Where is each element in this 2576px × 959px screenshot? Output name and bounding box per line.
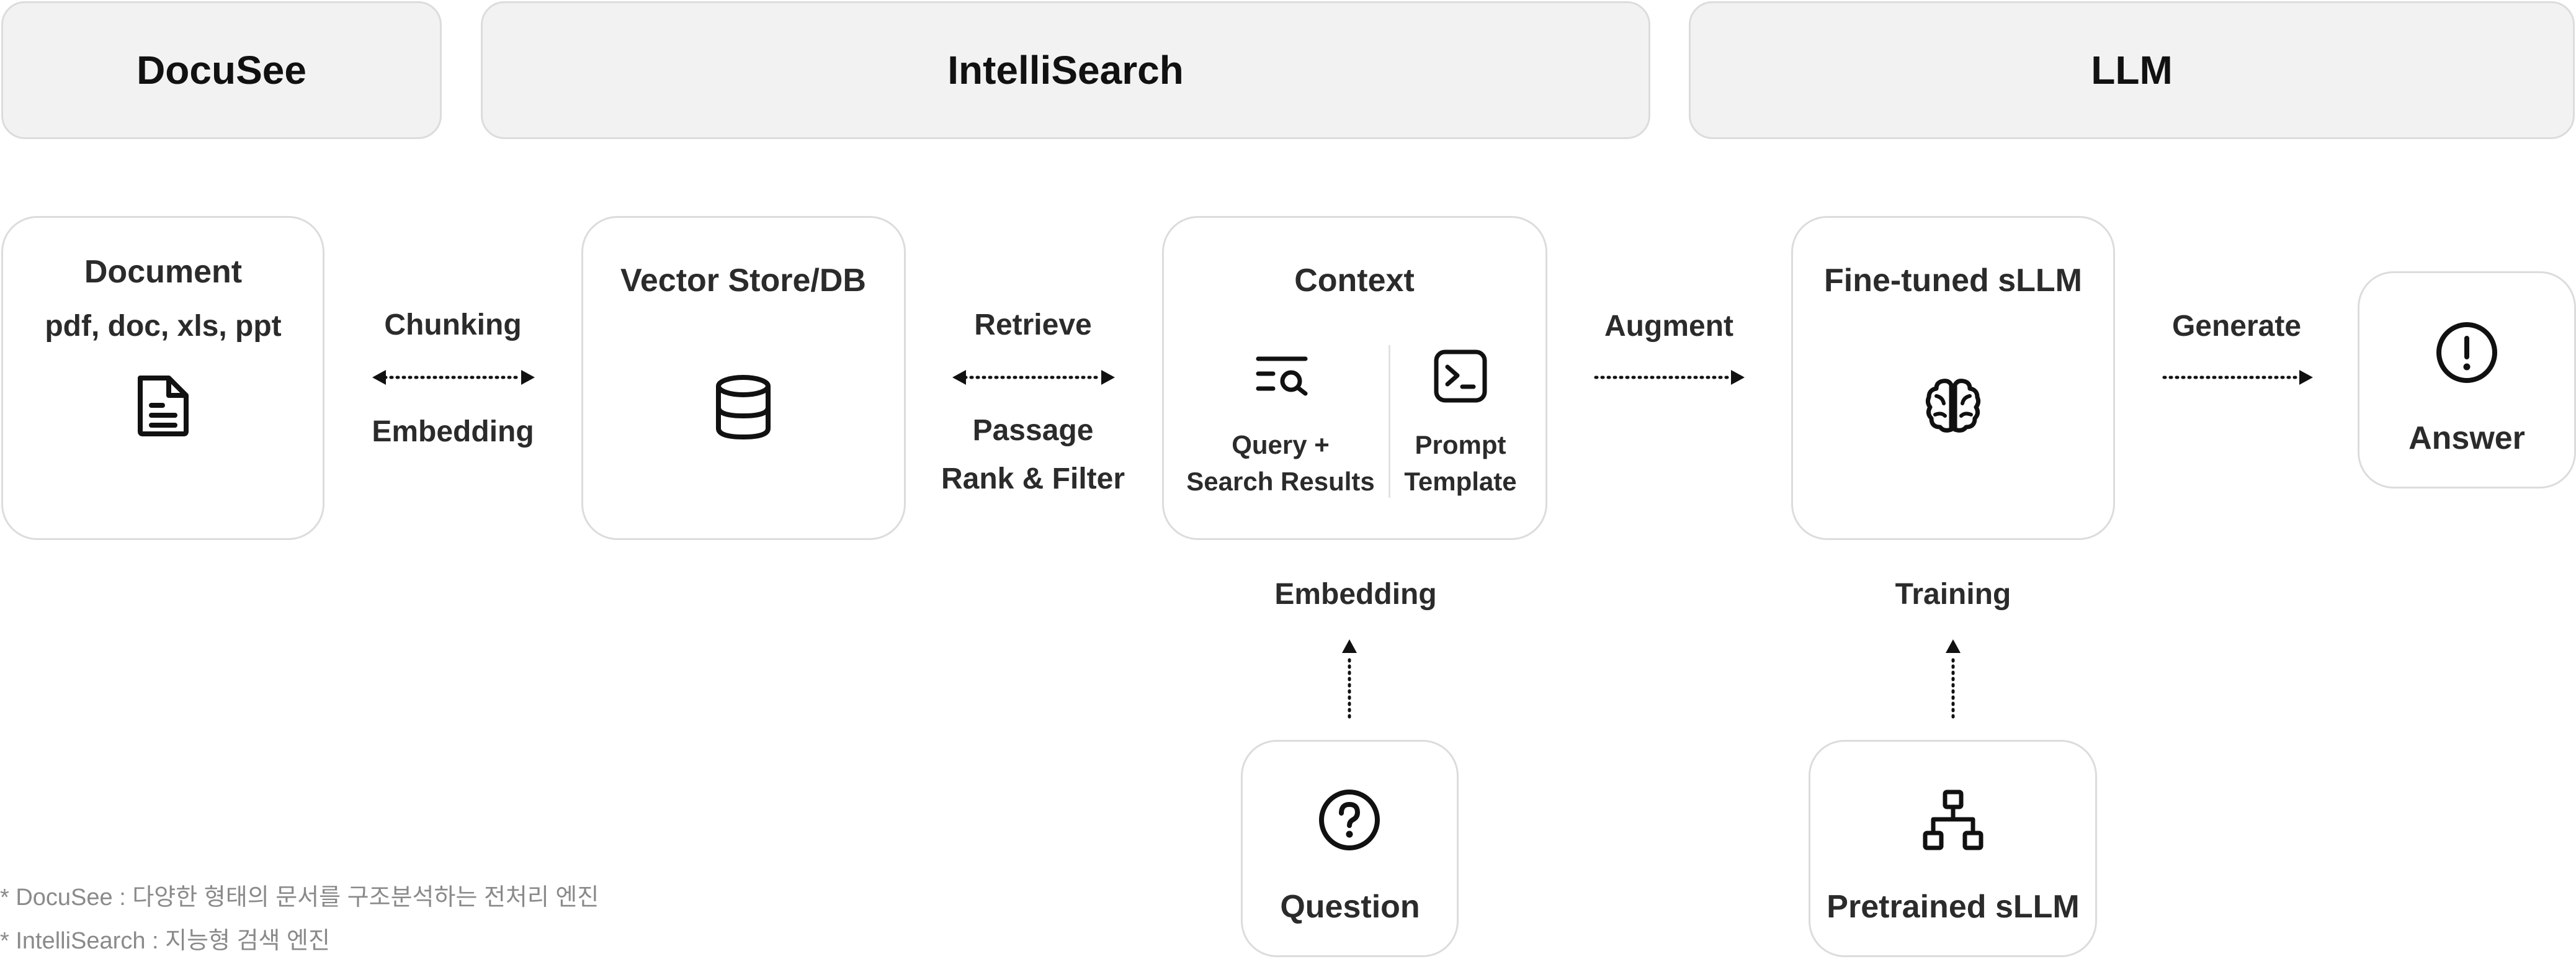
hierarchy-icon — [1923, 790, 1983, 850]
pretrained-title: Pretrained sLLM — [1827, 889, 2080, 925]
header-llm-label: LLM — [2091, 48, 2173, 92]
edge-generate-label: Generate — [2171, 310, 2302, 343]
answer-title: Answer — [2408, 420, 2525, 456]
exclamation-circle-icon — [2436, 322, 2497, 383]
note-docusee: * DocuSee : 다양한 형태의 문서를 구조분석하는 전처리 엔진 — [0, 885, 599, 911]
arrowhead-retrieve-left — [952, 370, 966, 385]
terminal-icon — [1434, 349, 1487, 403]
edge-embedding-doc-label: Embedding — [372, 415, 534, 448]
arrowhead-training — [1946, 639, 1961, 653]
node-vector-store — [581, 216, 906, 540]
edge-chunking-label: Chunking — [384, 308, 522, 341]
arrowhead-chunking-left — [372, 370, 386, 385]
context-prompt-line1: Prompt — [1415, 430, 1506, 459]
edge-augment-label: Augment — [1604, 310, 1733, 343]
edge-retrieve-label: Retrieve — [974, 308, 1092, 341]
context-query-line1: Query + — [1232, 430, 1330, 459]
document-title: Document — [84, 254, 243, 290]
arrowhead-retrieve-right — [1101, 370, 1115, 385]
node-pretrained — [1809, 740, 2097, 957]
document-subtitle: pdf, doc, xls, ppt — [45, 310, 282, 343]
arrowhead-augment — [1731, 370, 1745, 385]
search-list-icon — [1256, 356, 1308, 396]
header-docusee: DocuSee — [1, 1, 442, 139]
document-icon — [138, 376, 189, 436]
context-title: Context — [1294, 263, 1415, 299]
header-intellisearch-label: IntelliSearch — [947, 48, 1184, 92]
arrowhead-generate — [2299, 370, 2313, 385]
edge-embedding-question-label: Embedding — [1274, 578, 1437, 611]
fine-tuned-title: Fine-tuned sLLM — [1824, 263, 2082, 299]
arrowhead-question — [1342, 639, 1357, 653]
database-icon — [716, 375, 771, 439]
context-prompt-line2: Template — [1404, 467, 1517, 496]
header-docusee-label: DocuSee — [136, 48, 306, 92]
brain-icon — [1925, 379, 1981, 433]
header-llm: LLM — [1689, 1, 2575, 139]
context-divider — [1389, 345, 1390, 498]
edge-rank-filter-label: Rank & Filter — [941, 462, 1125, 495]
edge-passage-label: Passage — [972, 414, 1094, 447]
vector-store-title: Vector Store/DB — [620, 263, 866, 299]
question-title: Question — [1280, 889, 1420, 925]
note-intellisearch: * IntelliSearch : 지능형 검색 엔진 — [0, 928, 330, 954]
context-query-line2: Search Results — [1186, 467, 1375, 496]
edge-training-label: Training — [1895, 578, 2011, 611]
node-fine-tuned — [1791, 216, 2115, 540]
arrowhead-chunking-right — [521, 370, 535, 385]
header-intellisearch: IntelliSearch — [481, 1, 1650, 139]
question-circle-icon — [1319, 790, 1380, 850]
